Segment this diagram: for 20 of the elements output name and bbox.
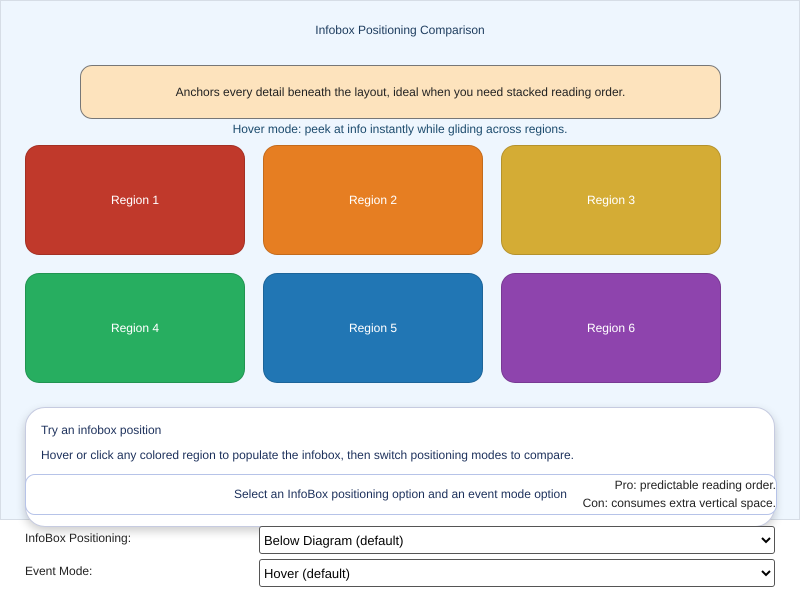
con-note: Con: consumes extra vertical space. — [582, 496, 776, 510]
infobox-status-band — [25, 474, 777, 515]
info-banner: Anchors every detail beneath the layout, ideal when you need stacked reading order. — [80, 65, 721, 119]
mode-hint: Hover mode: peek at info instantly while gliding across regions. — [232, 122, 568, 136]
region-tile: Region 1 — [25, 145, 245, 255]
infobox-card — [25, 407, 775, 527]
diagram-title: Infobox Positioning Comparison — [314, 23, 486, 37]
region-tile: Region 5 — [263, 273, 483, 383]
pro-note: Pro: predictable reading order. — [614, 478, 776, 492]
infobox-body: Hover or click any colored region to populate the infobox, then switch positioning modes to compare. — [41, 448, 574, 462]
infobox-heading: Try an infobox position — [41, 423, 162, 437]
control-label: InfoBox Positioning: — [25, 531, 132, 545]
region-tile: Region 4 — [25, 273, 245, 383]
dropdown-select: Below Diagram (default) — [259, 526, 775, 554]
region-tile: Region 2 — [263, 145, 483, 255]
dropdown-select: Hover (default) — [259, 559, 775, 587]
region-tile: Region 3 — [501, 145, 721, 255]
region-tile: Region 6 — [501, 273, 721, 383]
control-label: Event Mode: — [25, 564, 92, 578]
status-message: Select an InfoBox positioning option and an event mode option — [234, 487, 567, 501]
